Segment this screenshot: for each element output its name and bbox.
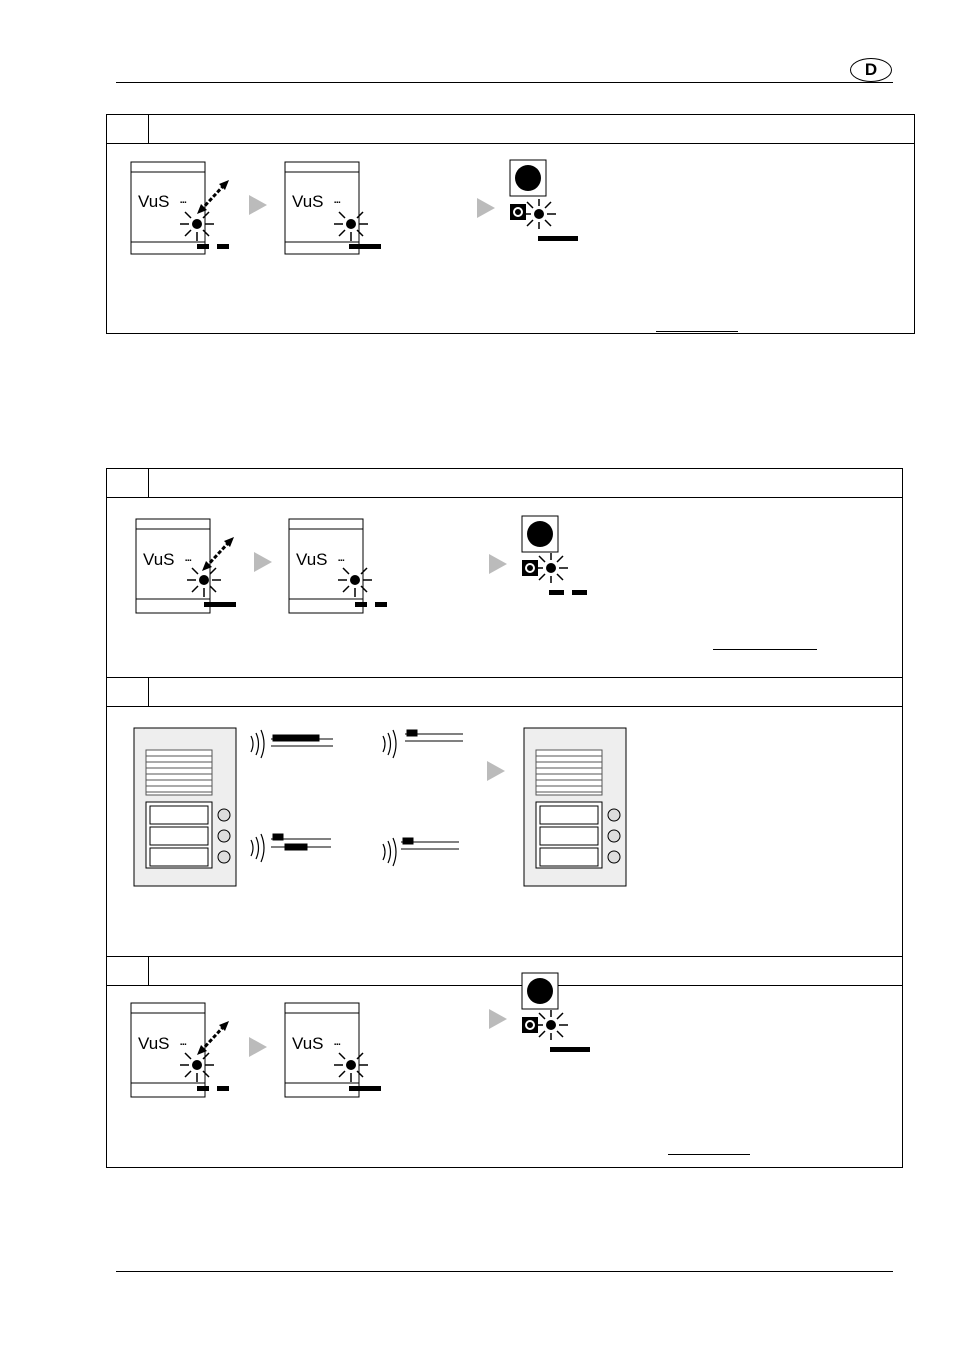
led-blink-icon (334, 1052, 368, 1082)
next-arrow-icon (477, 198, 495, 218)
radio-signal-icon (250, 729, 397, 867)
led-blink-icon (180, 211, 214, 241)
door-panel-icon (133, 727, 237, 887)
door-panel-icon (523, 727, 627, 887)
underline-rule (656, 331, 738, 332)
underline-rule (668, 1154, 750, 1155)
next-arrow-icon (487, 761, 505, 781)
vus-module-icon: VuS ▪▪▪ (130, 161, 229, 255)
vus-label: VuS (138, 192, 170, 211)
step-number-cell (107, 115, 149, 143)
led-blink-icon (334, 211, 368, 241)
vus-module-blink-illustration: VuS ▪▪▪ VuS ▪▪▪ (130, 972, 590, 1098)
vus-label: VuS (296, 550, 328, 569)
underline-rule (713, 649, 817, 650)
next-arrow-icon (249, 1037, 267, 1057)
step-header (107, 469, 902, 498)
next-arrow-icon (254, 552, 272, 572)
vus-label: VuS (292, 1034, 324, 1053)
door-panel-radio-illustration (133, 727, 627, 887)
vus-module-icon: VuS ▪▪▪ (284, 161, 381, 255)
vus-module-blink-illustration: VuS ▪▪▪ VuS ▪▪▪ (135, 515, 587, 614)
language-badge: D (850, 58, 892, 82)
step-box-2: VuS ▪▪▪ VuS ▪▪▪ (106, 468, 903, 1168)
vus-module-icon: VuS ▪▪▪ (135, 518, 236, 614)
led-blink-icon (180, 1052, 214, 1082)
button-led-icon (521, 515, 587, 595)
led-blink-icon (187, 567, 221, 597)
button-led-icon (509, 159, 578, 241)
vus-module-blink-illustration: VuS ▪▪▪ VuS (130, 159, 578, 255)
footer-rule (116, 1271, 893, 1272)
svg-text:▪▪▪: ▪▪▪ (334, 200, 340, 206)
svg-text:▪▪▪: ▪▪▪ (338, 558, 344, 564)
header-rule (116, 82, 893, 83)
step-number-cell (107, 469, 149, 497)
button-led-icon (521, 972, 590, 1052)
vus-module-icon: VuS ▪▪▪ (284, 1002, 381, 1098)
next-arrow-icon (489, 1009, 507, 1029)
led-blink-icon (338, 567, 372, 597)
vus-module-icon: VuS ▪▪▪ (130, 1002, 229, 1098)
vus-label: VuS (138, 1034, 170, 1053)
step-number-cell (107, 678, 149, 706)
vus-module-icon: VuS ▪▪▪ (288, 518, 387, 614)
step-number-cell (107, 957, 149, 985)
step-header (107, 677, 902, 707)
step-box-1: VuS ▪▪▪ VuS (106, 114, 915, 334)
svg-text:▪▪▪: ▪▪▪ (180, 200, 186, 206)
vus-label: VuS (143, 550, 175, 569)
next-arrow-icon (489, 554, 507, 574)
svg-text:▪▪▪: ▪▪▪ (180, 1042, 186, 1048)
vus-label: VuS (292, 192, 324, 211)
svg-text:▪▪▪: ▪▪▪ (334, 1042, 340, 1048)
svg-text:▪▪▪: ▪▪▪ (185, 558, 191, 564)
next-arrow-icon (249, 195, 267, 215)
timing-diagram (271, 729, 463, 851)
step-header (107, 115, 914, 144)
step-header (107, 956, 902, 986)
